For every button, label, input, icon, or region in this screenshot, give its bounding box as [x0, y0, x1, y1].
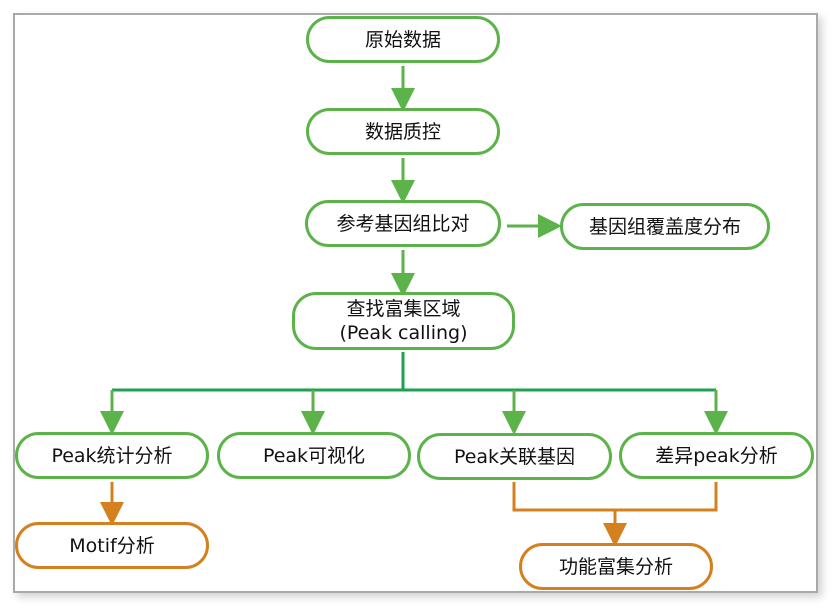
node-func-enrich: 功能富集分析 — [519, 543, 713, 590]
node-label: Peak关联基因 — [453, 445, 576, 468]
node-label: Peak统计分析 — [51, 444, 173, 467]
node-sublabel: (Peak calling) — [339, 322, 468, 344]
node-label: 功能富集分析 — [558, 555, 673, 578]
node-peak-vis: Peak可视化 — [217, 432, 411, 479]
node-label: 数据质控 — [364, 120, 441, 143]
node-raw-data: 原始数据 — [306, 16, 500, 63]
node-diff-peak: 差异peak分析 — [619, 432, 814, 479]
node-label: 差异peak分析 — [655, 444, 778, 467]
node-motif: Motif分析 — [15, 522, 209, 569]
node-coverage: 基因组覆盖度分布 — [560, 203, 770, 250]
node-label: 参考基因组比对 — [336, 212, 470, 235]
node-alignment: 参考基因组比对 — [305, 200, 501, 247]
connector-genes-diff-merge — [512, 482, 718, 512]
node-peak-genes: Peak关联基因 — [417, 433, 612, 480]
node-label: 基因组覆盖度分布 — [588, 215, 741, 238]
node-label: Peak可视化 — [262, 444, 366, 467]
node-label: Motif分析 — [69, 534, 155, 557]
node-label: 查找富集区域 — [346, 298, 461, 320]
node-peak-calling: 查找富集区域 (Peak calling) — [292, 292, 515, 350]
node-label: 原始数据 — [364, 28, 441, 51]
node-peak-stats: Peak统计分析 — [15, 432, 209, 479]
node-data-qc: 数据质控 — [306, 108, 500, 155]
